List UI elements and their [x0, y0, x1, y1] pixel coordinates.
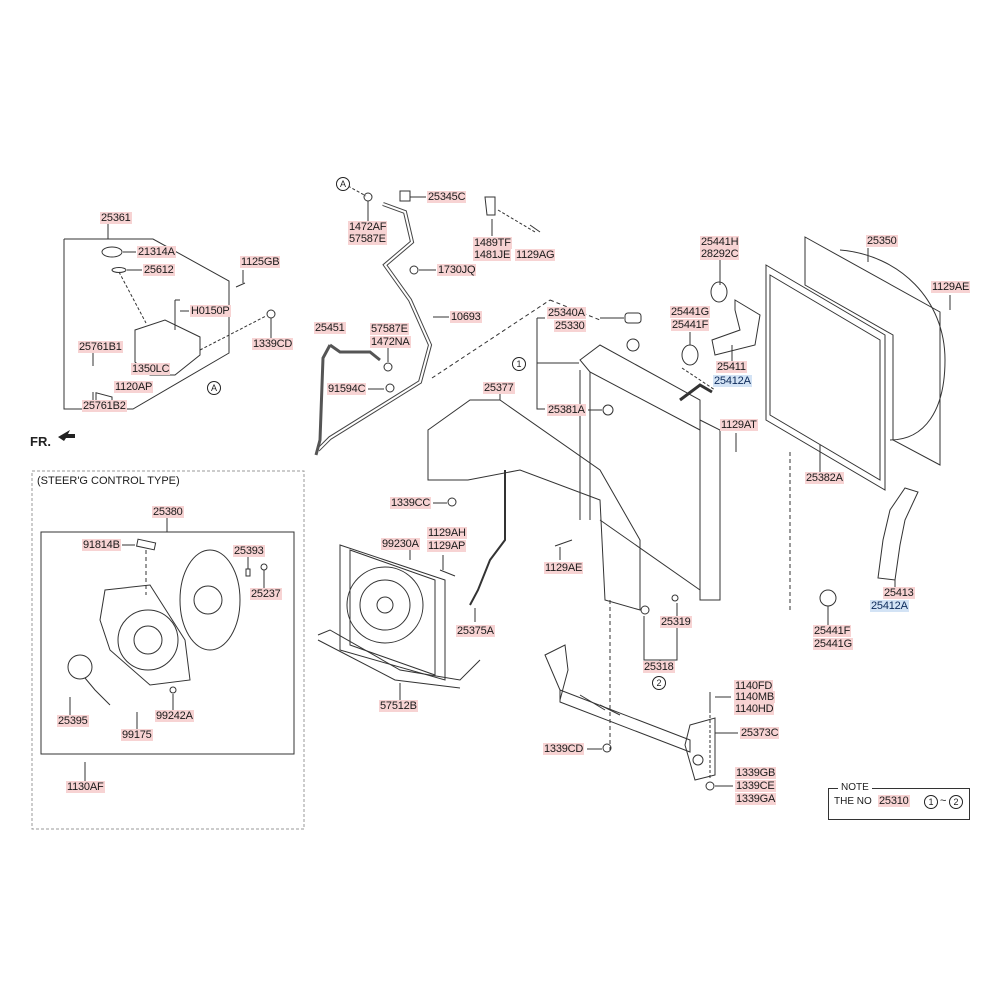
part-label[interactable]: H0150P — [190, 305, 231, 317]
part-label[interactable]: 25381A — [547, 404, 586, 416]
part-label[interactable]: 10693 — [450, 311, 482, 323]
part-label[interactable]: 25441F — [671, 319, 710, 331]
part-label[interactable]: 1129AT — [720, 419, 758, 431]
note-range-to: 2 — [949, 795, 963, 809]
air-guard-drawing — [427, 390, 679, 664]
part-label[interactable]: 25441F — [813, 625, 852, 637]
condenser-fan-drawing — [317, 544, 481, 700]
note-range-from: 1 — [924, 795, 938, 809]
part-label[interactable]: 1125GB — [240, 256, 281, 268]
steering-fan-drawing — [40, 518, 295, 782]
part-label[interactable]: 57587E — [348, 233, 387, 245]
part-label[interactable]: 57512B — [379, 700, 418, 712]
part-label[interactable]: 1489TF — [473, 237, 512, 249]
steering-section-title: (STEER'G CONTROL TYPE) — [37, 475, 180, 487]
lower-hose-drawing — [789, 450, 919, 625]
radiator-drawing — [536, 312, 737, 750]
part-label[interactable]: 57587E — [370, 323, 409, 335]
part-label[interactable]: 25345C — [427, 191, 467, 203]
part-label[interactable]: 25441G — [813, 638, 853, 650]
callout-2: 2 — [652, 676, 666, 690]
part-label[interactable]: 25412A — [713, 375, 752, 387]
note-range-separator: ~ — [940, 795, 947, 807]
front-arrow-icon — [58, 430, 75, 441]
part-label[interactable]: 25761B1 — [78, 341, 123, 353]
steering-section-border — [31, 470, 305, 830]
part-label[interactable]: 1140FD — [734, 680, 774, 692]
part-label[interactable]: 1140HD — [734, 703, 775, 715]
mounting-bar-drawing — [544, 644, 738, 791]
part-label[interactable]: 99175 — [121, 729, 153, 741]
part-label[interactable]: 25411 — [716, 361, 747, 373]
part-label[interactable]: 25330 — [554, 320, 586, 332]
part-label[interactable]: 1129AH — [427, 527, 467, 539]
note-part-number[interactable]: 25310 — [878, 795, 910, 807]
part-label[interactable]: 25441H — [700, 236, 740, 248]
part-label[interactable]: 25612 — [143, 264, 175, 276]
callout-a-hose: A — [336, 177, 350, 191]
part-label[interactable]: 25319 — [660, 616, 692, 628]
part-label[interactable]: 25441G — [670, 306, 710, 318]
radiator-seal-drawing — [765, 264, 886, 491]
part-label[interactable]: 1339CE — [735, 780, 776, 792]
part-label[interactable]: 1129AP — [427, 540, 467, 552]
part-label[interactable]: 1472AF — [348, 221, 388, 233]
part-label[interactable]: 99242A — [155, 710, 194, 722]
part-label[interactable]: 1730JQ — [437, 264, 477, 276]
part-label[interactable]: 1472NA — [370, 336, 411, 348]
part-label[interactable]: 1120AP — [114, 381, 154, 393]
part-label[interactable]: 1339GA — [735, 793, 777, 805]
part-label[interactable]: 1129AE — [544, 562, 584, 574]
part-label[interactable]: 1350LC — [131, 363, 171, 375]
upper-hose-drawing — [681, 260, 761, 366]
part-label[interactable]: 21314A — [137, 246, 176, 258]
hose-drawing — [314, 185, 601, 456]
part-label[interactable]: 25393 — [233, 545, 265, 557]
part-label[interactable]: 1339GB — [735, 767, 777, 779]
part-label[interactable]: 25375A — [456, 625, 495, 637]
part-label[interactable]: 25237 — [250, 588, 282, 600]
part-label[interactable]: 1129AE — [931, 281, 971, 293]
part-label[interactable]: 1140MB — [734, 691, 775, 703]
part-label[interactable]: 25350 — [866, 235, 898, 247]
part-label[interactable]: 1339CD — [543, 743, 585, 755]
part-label[interactable]: 25451 — [314, 322, 346, 334]
part-label[interactable]: 25412A — [870, 600, 909, 612]
callout-a-tank: A — [207, 381, 221, 395]
part-label[interactable]: 1481JE — [473, 249, 512, 261]
part-label[interactable]: 25340A — [547, 307, 586, 319]
part-label[interactable]: 28292C — [700, 248, 740, 260]
part-label[interactable]: 1129AG — [515, 249, 556, 261]
front-marker: FR. — [30, 434, 51, 449]
part-label[interactable]: 1339CC — [390, 497, 432, 509]
part-label[interactable]: 25395 — [57, 715, 89, 727]
note-box — [828, 788, 970, 820]
part-label[interactable]: 1339CD — [252, 338, 294, 350]
part-label[interactable]: 25382A — [805, 472, 844, 484]
part-label[interactable]: 1130AF — [66, 781, 105, 793]
part-label[interactable]: 25361 — [100, 212, 132, 224]
part-label[interactable]: 25373C — [740, 727, 780, 739]
note-title: NOTE — [838, 782, 872, 793]
part-label[interactable]: 25761B2 — [82, 400, 127, 412]
part-label[interactable]: 25380 — [152, 506, 184, 518]
part-label[interactable]: 25413 — [883, 587, 915, 599]
part-label[interactable]: 99230A — [381, 538, 420, 550]
fan-shroud-drawing — [804, 236, 951, 466]
part-label[interactable]: 91814B — [82, 539, 121, 551]
part-label[interactable]: 25377 — [483, 382, 515, 394]
part-label[interactable]: 91594C — [327, 383, 367, 395]
callout-1: 1 — [512, 357, 526, 371]
part-label[interactable]: 25318 — [643, 661, 675, 673]
note-text: THE NO — [834, 796, 872, 807]
